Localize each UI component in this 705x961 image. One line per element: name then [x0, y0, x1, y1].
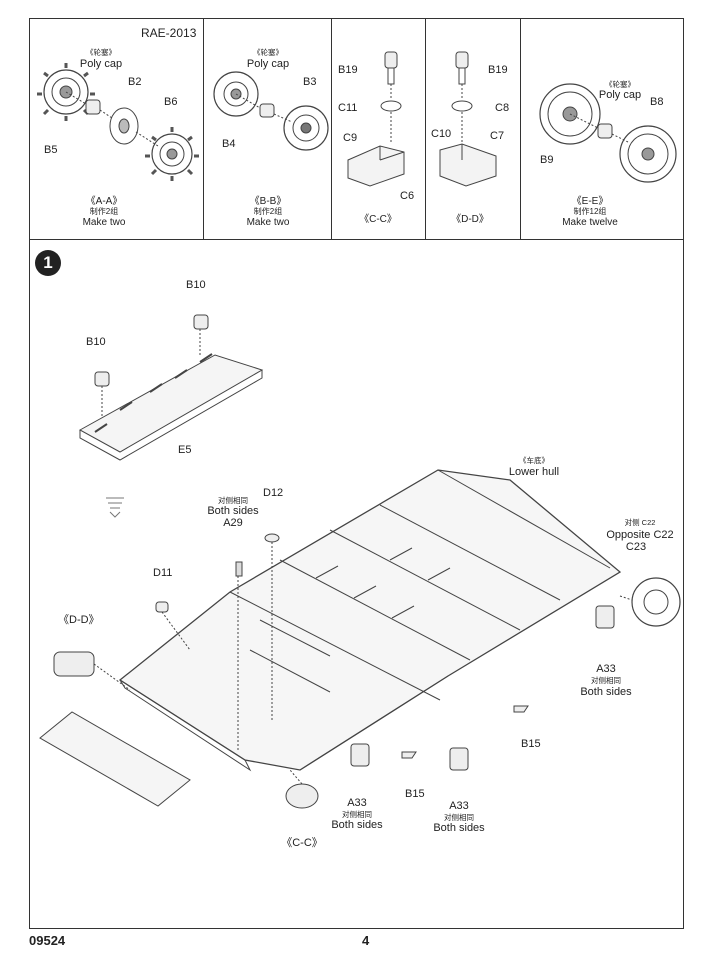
part-d12-icon — [264, 533, 280, 543]
poly-cap-cn-label: 《轮塞》 — [605, 80, 635, 89]
part-label-c10: C10 — [431, 128, 452, 140]
part-label-a33-left: A33 — [347, 797, 367, 809]
part-a33-left-icon — [350, 743, 370, 767]
poly-cap-cn-label: 《轮塞》 — [86, 48, 116, 57]
a29-cn-label: 对侧相同 — [218, 496, 248, 505]
part-label-c9: C9 — [343, 132, 358, 144]
poly-cap-aa-icon — [85, 99, 101, 115]
lower-hull-label: Lower hull — [508, 466, 560, 478]
caption-qty-en: Make two — [246, 217, 290, 228]
caption-qty-en: Make twelve — [562, 217, 618, 228]
a33-left-both-sides: Both sides — [331, 819, 383, 831]
part-label-b2: B2 — [128, 76, 142, 88]
part-label-c6: C6 — [400, 190, 415, 202]
idler-c23-icon — [631, 577, 681, 627]
product-code: 09524 — [29, 933, 66, 948]
step-number-badge: 1 — [35, 250, 61, 276]
side-plate-icon — [39, 711, 191, 807]
part-label-a33-right: A33 — [596, 663, 616, 675]
plate-e5-icon — [78, 353, 264, 461]
part-label-c11: C11 — [338, 102, 358, 114]
a33-mid-cn-label: 对侧相同 — [444, 813, 474, 822]
part-label-b6: B6 — [164, 96, 178, 108]
a33-right-cn-label: 对侧相同 — [591, 676, 621, 685]
part-label-b15-mid: B15 — [405, 788, 425, 800]
suspension-cc-label: 《C-C》 — [281, 837, 323, 849]
part-label-a29: A29 — [223, 517, 243, 529]
part-label-b10-top: B10 — [186, 279, 206, 291]
part-label-d12: D12 — [263, 487, 284, 499]
sprocket-b6-icon — [145, 127, 199, 181]
drive-wheel-b3-icon — [283, 105, 329, 151]
part-label-b5: B5 — [44, 144, 58, 156]
caption-title: 《B-B》 — [249, 196, 287, 207]
lower-hull-cn-label: 《车底》 — [519, 456, 549, 465]
part-label-c8: C8 — [495, 102, 510, 114]
a33-mid-both-sides: Both sides — [433, 822, 485, 834]
drive-wheel-b4-icon — [213, 71, 259, 117]
part-label-b15-right: B15 — [521, 738, 541, 750]
part-label-e5: E5 — [178, 444, 192, 456]
subassembly-caption-b-b: 《B-B》 制作2组 Make two — [247, 196, 290, 228]
part-label-b4: B4 — [222, 138, 236, 150]
caption-title: 《A-A》 — [85, 196, 123, 207]
suspension-dd-label: 《D-D》 — [58, 614, 100, 626]
caption-title: 《D-D》 — [451, 214, 489, 225]
part-b10-top-icon — [193, 314, 209, 330]
part-b2-icon — [109, 107, 139, 145]
poly-cap-ee-icon — [597, 123, 613, 139]
suspension-cc-placed-icon — [285, 769, 319, 809]
part-label-b8: B8 — [650, 96, 664, 108]
part-a29-icon — [235, 561, 243, 577]
part-label-b19: B19 — [488, 64, 508, 76]
part-label-c7: C7 — [490, 130, 505, 142]
poly-cap-label: Poly cap — [79, 58, 123, 70]
road-wheel-b8-icon — [619, 125, 677, 183]
part-a33-right-icon — [595, 605, 615, 629]
a33-left-cn-label: 对侧相同 — [342, 810, 372, 819]
part-b15-right-icon — [513, 705, 529, 713]
caption-title: 《E-E》 — [571, 196, 609, 207]
lower-hull-icon — [118, 469, 622, 772]
part-label-c23: C23 — [625, 541, 647, 553]
part-label-b19: B19 — [338, 64, 358, 76]
caption-qty-cn: 制作2组 — [253, 207, 283, 216]
part-label-a33-mid: A33 — [449, 800, 469, 812]
part-b10-left-icon — [94, 371, 110, 387]
part-a33-mid-icon — [449, 747, 469, 771]
poly-cap-label: Poly cap — [246, 58, 290, 70]
step-1-panel — [29, 239, 684, 929]
poly-cap-bb-icon — [259, 103, 275, 118]
sprocket-b5-icon — [37, 63, 95, 121]
caption-qty-cn: 制作2组 — [89, 207, 119, 216]
subassembly-caption-c-c: 《C-C》 — [359, 214, 397, 225]
subassembly-caption-a-a: 《A-A》 制作2组 Make two — [83, 196, 126, 228]
page-number: 4 — [362, 933, 370, 948]
part-label-b9: B9 — [540, 154, 554, 166]
caption-qty-cn: 制作12组 — [573, 207, 607, 216]
caption-qty-en: Make two — [82, 217, 126, 228]
part-label-b3: B3 — [303, 76, 317, 88]
suspension-dd-icon — [439, 51, 497, 187]
suspension-cc-icon — [347, 51, 405, 187]
header-note: RAE-2013 — [141, 26, 197, 40]
suspension-dd-placed-icon — [53, 651, 131, 691]
part-d11-icon — [155, 601, 169, 613]
part-label-d11: D11 — [153, 567, 173, 579]
poly-cap-label: Poly cap — [598, 89, 642, 101]
part-b15-mid-icon — [401, 751, 417, 759]
a29-both-sides-label: Both sides — [207, 505, 259, 517]
c22-label: Opposite C22 — [606, 529, 674, 541]
caption-title: 《C-C》 — [359, 214, 397, 225]
down-arrow-icon — [106, 497, 124, 518]
subassembly-caption-d-d: 《D-D》 — [451, 214, 489, 225]
a33-right-both-sides: Both sides — [580, 686, 632, 698]
subassembly-caption-e-e: 《E-E》 制作12组 Make twelve — [562, 196, 618, 228]
part-label-b10-left: B10 — [86, 336, 106, 348]
step-number: 1 — [43, 253, 53, 272]
c22-cn-label: 对侧 C22 — [624, 518, 656, 527]
poly-cap-cn-label: 《轮塞》 — [253, 48, 283, 57]
